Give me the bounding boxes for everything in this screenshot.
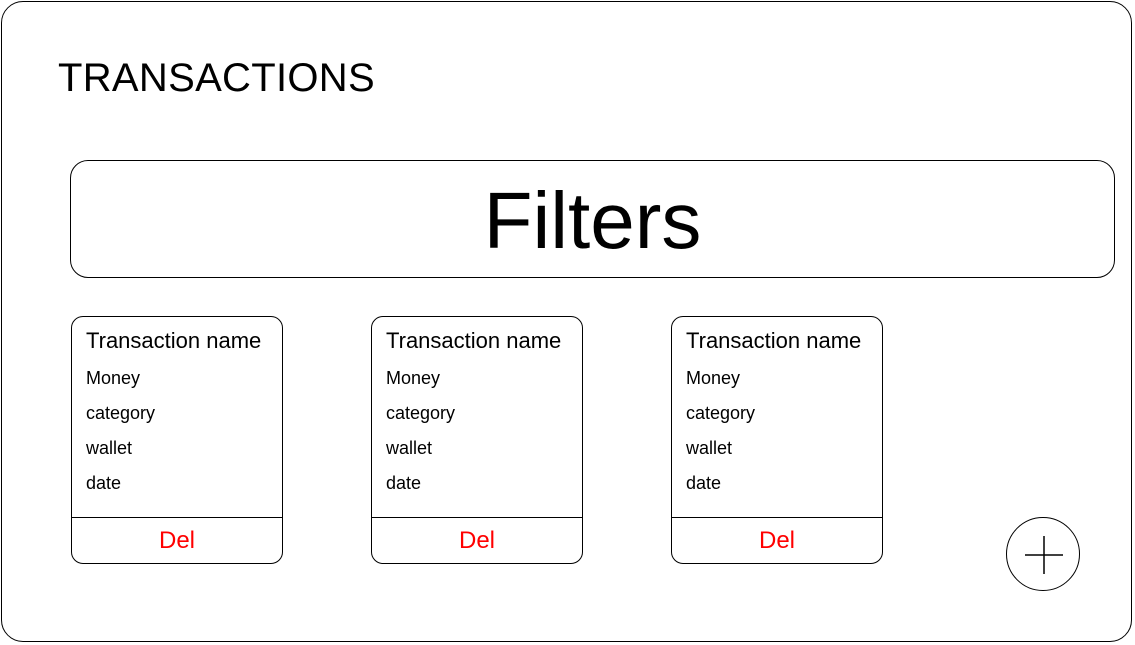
filters-button[interactable]: Filters xyxy=(70,160,1115,278)
transaction-category: category xyxy=(386,403,456,423)
delete-button[interactable]: Del xyxy=(458,526,495,554)
transaction-date: date xyxy=(686,473,722,493)
transaction-details: Transaction name Money category wallet d… xyxy=(672,317,882,518)
transaction-wallet: wallet xyxy=(686,438,733,458)
transaction-name: Transaction name xyxy=(386,328,562,353)
delete-button[interactable]: Del xyxy=(158,526,195,554)
transaction-wallet: wallet xyxy=(86,438,133,458)
filters-label: Filters xyxy=(483,176,702,265)
transaction-details: Transaction name Money category wallet d… xyxy=(372,317,582,518)
transaction-money: Money xyxy=(386,368,441,388)
transaction-name: Transaction name xyxy=(86,328,262,353)
transaction-wallet: wallet xyxy=(386,438,433,458)
transaction-date: date xyxy=(386,473,422,493)
transaction-category: category xyxy=(86,403,156,423)
plus-icon xyxy=(1025,536,1063,574)
transaction-card[interactable]: Transaction name Money category wallet d… xyxy=(671,316,883,564)
transaction-card[interactable]: Transaction name Money category wallet d… xyxy=(371,316,583,564)
transaction-money: Money xyxy=(686,368,741,388)
transaction-date: date xyxy=(86,473,122,493)
transaction-card[interactable]: Transaction name Money category wallet d… xyxy=(71,316,283,564)
transaction-money: Money xyxy=(86,368,141,388)
delete-button[interactable]: Del xyxy=(758,526,795,554)
page-title: TRANSACTIONS xyxy=(58,56,375,100)
transaction-name: Transaction name xyxy=(686,328,862,353)
add-transaction-button[interactable] xyxy=(1006,517,1080,591)
transaction-category: category xyxy=(686,403,756,423)
transaction-details: Transaction name Money category wallet d… xyxy=(72,317,282,518)
